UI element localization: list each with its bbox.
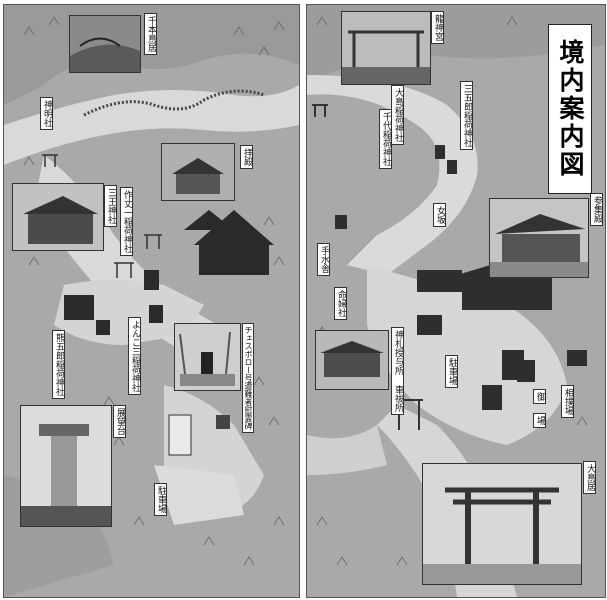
label-kumagoro-inari: 熊五郎稲荷神社 xyxy=(52,330,65,399)
label-oshima-inari: 大島稲荷神社 xyxy=(391,85,404,145)
label-shinsatsu: 神札授与所 車祓所 xyxy=(391,327,404,415)
label-ba: 場 xyxy=(533,413,546,428)
label-tenbodai: 展望台 xyxy=(113,405,126,438)
photo-sankaden xyxy=(489,198,589,278)
map-title: 境内案内図 xyxy=(548,24,592,194)
label-kanotsuba: 御 xyxy=(533,389,546,404)
map-panel-right: 龍神宮 三五郎稲荷神社 大島稲荷神社 千代稲荷神社 女坂 手水舎 参集殿 命婦社… xyxy=(306,4,606,598)
photo-memorial xyxy=(174,323,241,391)
label-onnazaka: 女坂 xyxy=(433,203,446,227)
photo-sanno-jinja xyxy=(12,183,104,251)
map-panel-left: 千本鳥居 神明社 拝殿 三王神社 作丈一稲荷神社 熊五郎稲荷神社 よんこ三稲荷神… xyxy=(3,4,300,598)
label-ryujingu: 龍神宮 xyxy=(431,11,444,44)
photo-senbon-torii xyxy=(69,15,141,73)
photo-haiden xyxy=(161,143,235,201)
label-meifu-sha: 命婦社 xyxy=(334,287,347,320)
label-haiden: 拝殿 xyxy=(240,145,253,169)
label-sumo-ba: 相撲場 xyxy=(561,385,574,418)
photo-tenbodai xyxy=(20,405,112,527)
label-sankaden: 参集殿 xyxy=(590,193,603,226)
label-parking-right: 駐車場 xyxy=(445,355,458,388)
label-otorii: 大鳥居 xyxy=(583,461,596,494)
label-temizusha: 手水舎 xyxy=(317,243,330,276)
label-sakujo-inari: 作丈一稲荷神社 xyxy=(120,187,133,256)
label-chiyo-inari: 千代稲荷神社 xyxy=(379,109,392,169)
label-shinmei-sha: 神明社 xyxy=(40,97,53,130)
label-memorial: チェスボロー号遭難者慰霊碑 xyxy=(242,323,254,433)
label-sanno-jinja: 三王神社 xyxy=(104,185,117,227)
label-senbon-torii: 千本鳥居 xyxy=(144,13,157,55)
label-sangoro-inari: 三五郎稲荷神社 xyxy=(460,81,473,150)
photo-shinsatsu xyxy=(315,330,389,390)
label-parking-left: 駐車場 xyxy=(154,483,167,516)
label-yonkozo-inari: よんこ三稲荷神社 xyxy=(128,317,141,395)
photo-ryujingu xyxy=(341,11,431,85)
photo-otorii xyxy=(422,463,582,585)
